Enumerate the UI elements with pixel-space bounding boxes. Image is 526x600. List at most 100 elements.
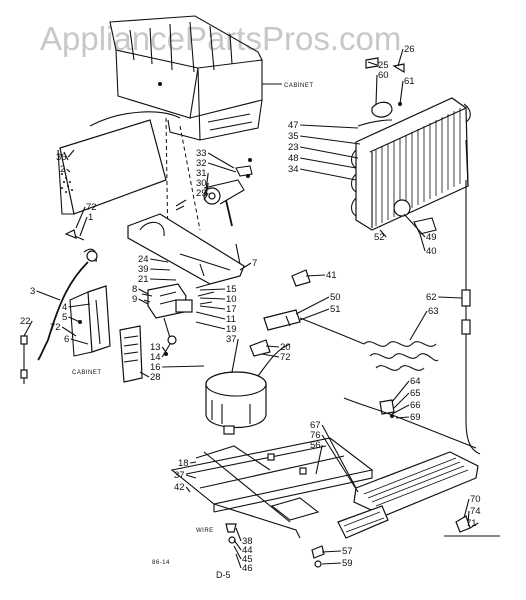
callout-c74: 74 (470, 506, 481, 517)
leader-c17 (199, 305, 226, 310)
relay-overload (119, 325, 143, 383)
leader-c20 (265, 345, 280, 348)
leader-c18 (190, 461, 197, 464)
callout-c64: 64 (410, 376, 421, 387)
leader-c11 (195, 311, 226, 320)
callout-c26: 26 (404, 44, 415, 55)
callout-c13: 13 (150, 342, 161, 353)
leader-c50 (295, 296, 330, 315)
callout-c9: 9 (132, 294, 137, 305)
callout-c48: 48 (288, 153, 299, 164)
leader-c64 (391, 380, 410, 403)
callout-c62: 62 (426, 292, 437, 303)
callout-c1: 1 (88, 212, 93, 223)
valve-parts (343, 397, 477, 449)
leader-c8 (138, 288, 149, 295)
leader-c5 (68, 316, 81, 323)
callout-c14: 14 (150, 352, 161, 363)
leader-c52 (379, 229, 387, 238)
callout-c59: 59 (342, 558, 353, 569)
callout-c18: 18 (178, 458, 189, 469)
callout-c70: 70 (470, 494, 481, 505)
condenser-coil (350, 97, 471, 231)
leader-c74 (467, 510, 470, 523)
leader-c46 (235, 553, 242, 569)
figure-code: D-5 (216, 570, 231, 580)
callout-c24: 24 (138, 254, 149, 265)
leader-c36 (67, 149, 75, 158)
drain-tube (461, 180, 481, 455)
leader-c4 (68, 303, 91, 308)
callout-c2: 2 (60, 164, 65, 175)
leader-c38 (235, 527, 242, 542)
callout-c60: 60 (378, 70, 389, 81)
leader-c51 (299, 308, 330, 321)
callout-c4: 4 (62, 302, 67, 313)
callout-c44: 44 (242, 545, 253, 556)
screws (225, 523, 325, 568)
defrost-heater (299, 317, 439, 371)
callout-c41: 41 (326, 270, 337, 281)
leader-c3 (36, 290, 61, 301)
callout-c38: 38 (242, 536, 253, 547)
leader-c69 (395, 416, 410, 419)
callout-c36: 36 (56, 152, 67, 163)
leader-c56 (315, 444, 323, 475)
leader-c2 (66, 168, 71, 173)
leader-c40 (419, 233, 426, 252)
cabinet-label-left: CABINET (72, 370, 102, 376)
small-code: 86-14 (152, 560, 170, 566)
callout-c57: 57 (342, 546, 353, 557)
leader-c66 (391, 404, 410, 415)
callout-c51: 51 (330, 304, 341, 315)
clip-parts (249, 269, 311, 357)
wire-harness (37, 229, 98, 361)
leader-c76 (321, 434, 359, 493)
leader-c23 (300, 146, 359, 159)
watermark: AppliancePartsPros.com (40, 20, 401, 57)
callout-c61: 61 (404, 76, 415, 87)
leader-c47 (300, 124, 359, 129)
callout-c71: 71 (466, 518, 477, 529)
leader-c16 (162, 365, 205, 368)
leader-c71 (469, 522, 479, 529)
leader-c21 (150, 278, 177, 281)
callout-c67: 67 (310, 420, 321, 431)
callout-c52: 52 (374, 232, 385, 243)
drain-pan (337, 451, 479, 539)
leader-c60 (375, 74, 378, 105)
leader-c19 (195, 321, 226, 330)
control-bracket (69, 285, 111, 357)
callout-c32: 32 (196, 158, 207, 169)
callout-c3: 3 (30, 286, 35, 297)
leader-c24 (150, 258, 169, 263)
leader-c70 (463, 498, 470, 519)
callout-c37a: 37 (226, 334, 237, 345)
leader-c37b (186, 474, 197, 479)
leader-c59 (321, 562, 342, 565)
callout-c28: 28 (150, 372, 161, 383)
callout-c30: 30 (196, 178, 207, 189)
leader-c34 (300, 168, 357, 181)
leader-c37a (231, 338, 239, 373)
leader-c45 (233, 545, 242, 560)
leader-lines (23, 48, 479, 569)
leader-c57 (321, 550, 342, 553)
leader-c22 (23, 320, 33, 337)
leader-c67 (321, 424, 357, 489)
leader-c32 (208, 162, 237, 173)
fan-motor-assembly (175, 158, 253, 227)
leader-c48 (300, 157, 357, 169)
leader-c1 (79, 216, 88, 237)
callout-c42: 42 (174, 482, 185, 493)
callout-c40: 40 (426, 246, 437, 257)
callout-c45: 45 (242, 554, 253, 565)
leader-c65 (393, 392, 410, 409)
leader-c61 (399, 80, 404, 105)
callout-c17: 17 (226, 304, 237, 315)
left-panel (57, 111, 181, 215)
callout-c16: 16 (150, 362, 161, 373)
leader-c72a (75, 206, 86, 229)
callout-c7: 7 (252, 258, 257, 269)
